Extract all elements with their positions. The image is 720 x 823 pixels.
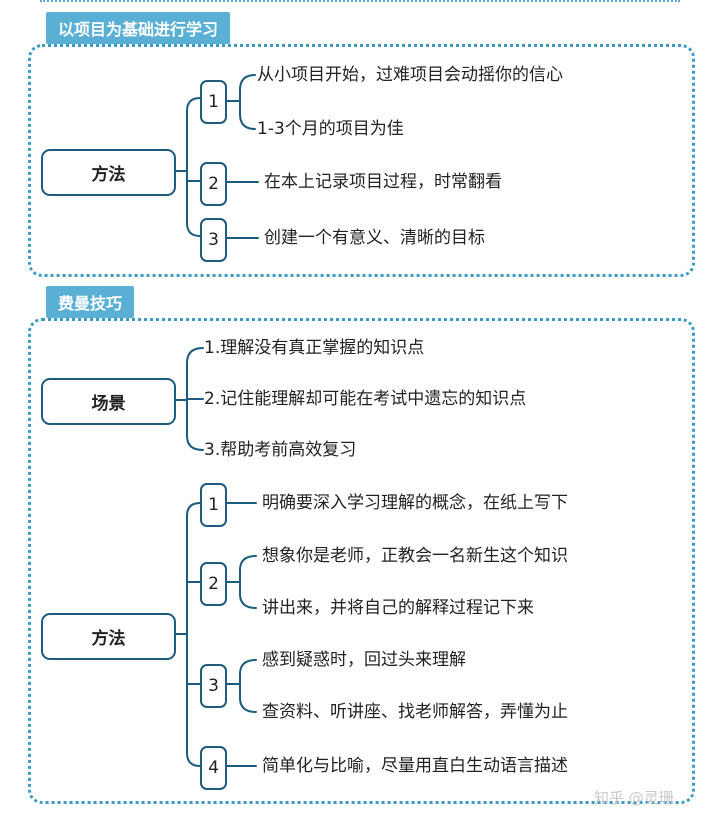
step-text: 查资料、听讲座、找老师解答，弄懂为止 — [262, 702, 568, 722]
scene-text: 3.帮助考前高效复习 — [204, 440, 357, 460]
top-divider — [40, 0, 680, 2]
step-text: 讲出来，并将自己的解释过程记下来 — [262, 598, 534, 618]
step-text: 从小项目开始，过难项目会动摇你的信心 — [257, 65, 563, 85]
step-text: 简单化与比喻，尽量用直白生动语言描述 — [262, 756, 568, 776]
scene-node: 场景 — [41, 378, 176, 425]
step-number-1: 1 — [200, 483, 227, 527]
section-panel-feynman — [28, 318, 695, 804]
step-text: 明确要深入学习理解的概念，在纸上写下 — [262, 493, 568, 513]
step-text: 在本上记录项目过程，时常翻看 — [264, 172, 502, 192]
section-title-feynman: 费曼技巧 — [46, 286, 135, 318]
scene-text: 2.记住能理解却可能在考试中遗忘的知识点 — [204, 389, 527, 409]
step-text: 创建一个有意义、清晰的目标 — [264, 228, 485, 248]
section-title-project: 以项目为基础进行学习 — [46, 12, 231, 44]
step-number-4: 4 — [200, 746, 227, 790]
step-number-3: 3 — [200, 218, 227, 262]
step-text: 感到疑惑时，回过头来理解 — [262, 650, 466, 670]
step-text: 想象你是老师，正教会一名新生这个知识 — [262, 546, 568, 566]
section-panel-project — [28, 44, 695, 277]
method-node: 方法 — [41, 149, 176, 196]
scene-text: 1.理解没有真正掌握的知识点 — [204, 338, 425, 358]
step-text: 1-3个月的项目为佳 — [257, 119, 404, 139]
step-number-1: 1 — [200, 80, 227, 124]
step-number-2: 2 — [200, 162, 227, 206]
method-node: 方法 — [41, 613, 176, 660]
step-number-2: 2 — [200, 562, 227, 606]
watermark: 知乎 @灵珊 — [594, 789, 674, 807]
step-number-3: 3 — [200, 664, 227, 708]
